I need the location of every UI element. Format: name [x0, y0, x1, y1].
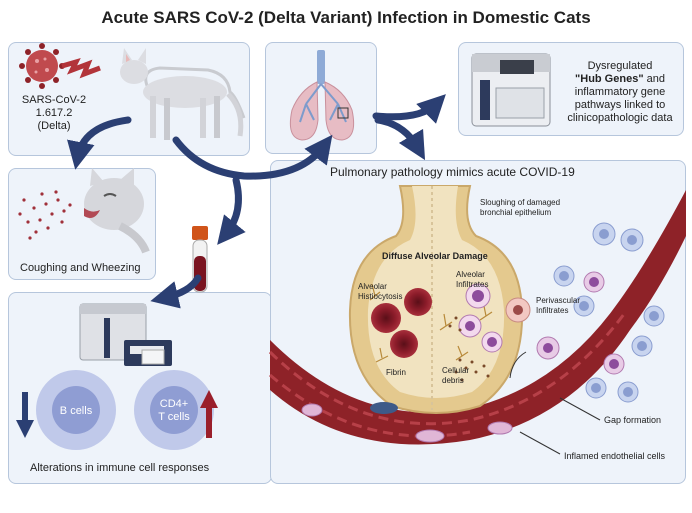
genes-line-3: inflammatory gene — [574, 86, 666, 98]
flow-arrows — [67, 94, 446, 309]
genes-line-5: clinicopathologic data — [567, 112, 673, 124]
histiocytosis-label: Alveolar Histiocytosis — [358, 282, 402, 302]
endothelial-cells — [301, 402, 513, 443]
dad-label: Diffuse Alveolar Damage — [382, 251, 488, 261]
fibrin-label: Fibrin — [386, 368, 407, 377]
lightning-icon — [61, 58, 101, 79]
histio-line-2: Histiocytosis — [358, 292, 403, 301]
coughing-cat-icon — [84, 168, 150, 254]
hub-genes-text: "Hub Genes" — [575, 73, 644, 85]
sloughing-line-2: bronchial epithelium — [480, 208, 552, 217]
blood-vessel — [268, 190, 686, 445]
cd4-label: CD4+ T cells — [152, 398, 196, 424]
sloughing-line-1: Sloughing of damaged — [480, 198, 561, 207]
peri-line-2: Infiltrates — [536, 306, 569, 315]
perivascular-label: Perivascular Infiltrates — [536, 296, 580, 316]
virus-label: SARS-CoV-2 1.617.2 (Delta) — [14, 94, 94, 133]
virus-label-line-3: (Delta) — [37, 120, 71, 132]
cellular-debris — [448, 316, 490, 382]
cough-label: Coughing and Wheezing — [20, 262, 141, 274]
genes-line-4: pathways linked to — [574, 99, 666, 111]
histiocytes — [371, 288, 432, 358]
flow-cytometer-icon — [79, 303, 172, 366]
sequencer-icon — [471, 53, 551, 127]
infil-line-1: Alveolar — [456, 270, 485, 279]
perivascular-cells — [536, 222, 665, 403]
endothelial-label: Inflamed endothelial cells — [564, 451, 666, 461]
b-cells-label: B cells — [59, 405, 93, 417]
pointer-lines — [509, 351, 601, 455]
infil-line-2: Infiltrates — [456, 280, 489, 289]
cd4-line-1: CD4+ — [159, 398, 189, 410]
debris-label: Cellular debris — [442, 366, 469, 386]
virus-label-line-1: SARS-CoV-2 — [21, 94, 87, 106]
infiltrates-label: Alveolar Infiltrates — [456, 270, 488, 290]
genes-and: and — [646, 73, 665, 85]
gap-label: Gap formation — [604, 415, 662, 425]
peri-line-1: Perivascular — [536, 296, 581, 305]
histio-line-1: Alveolar — [358, 282, 387, 291]
arrow-down-icon — [16, 392, 34, 438]
virus-icon — [19, 43, 65, 89]
infiltrate-cells — [458, 283, 531, 353]
immune-label: Alterations in immune cell responses — [30, 462, 210, 474]
fibrin-strands — [369, 283, 493, 363]
lung-icon — [289, 50, 355, 141]
arrow-up-icon — [200, 390, 218, 438]
debris-line-1: Cellular — [442, 366, 470, 375]
b-cell-icon — [36, 370, 116, 450]
droplets — [18, 190, 72, 240]
sloughing-label: Sloughing of damaged bronchial epitheliu… — [480, 198, 560, 218]
cat-icon — [120, 48, 246, 140]
figure-title: Acute SARS CoV-2 (Delta Variant) Infecti… — [101, 8, 591, 27]
debris-line-2: debris — [442, 376, 464, 385]
virus-label-line-2: 1.617.2 — [35, 107, 73, 119]
cd4-line-2: T cells — [158, 411, 190, 423]
genes-line-1: Dysregulated — [587, 60, 653, 72]
pathology-title: Pulmonary pathology mimics acute COVID-1… — [330, 165, 575, 179]
genes-label: Dysregulated "Hub Genes" and inflammator… — [560, 60, 680, 125]
t-cell-icon — [134, 370, 214, 450]
